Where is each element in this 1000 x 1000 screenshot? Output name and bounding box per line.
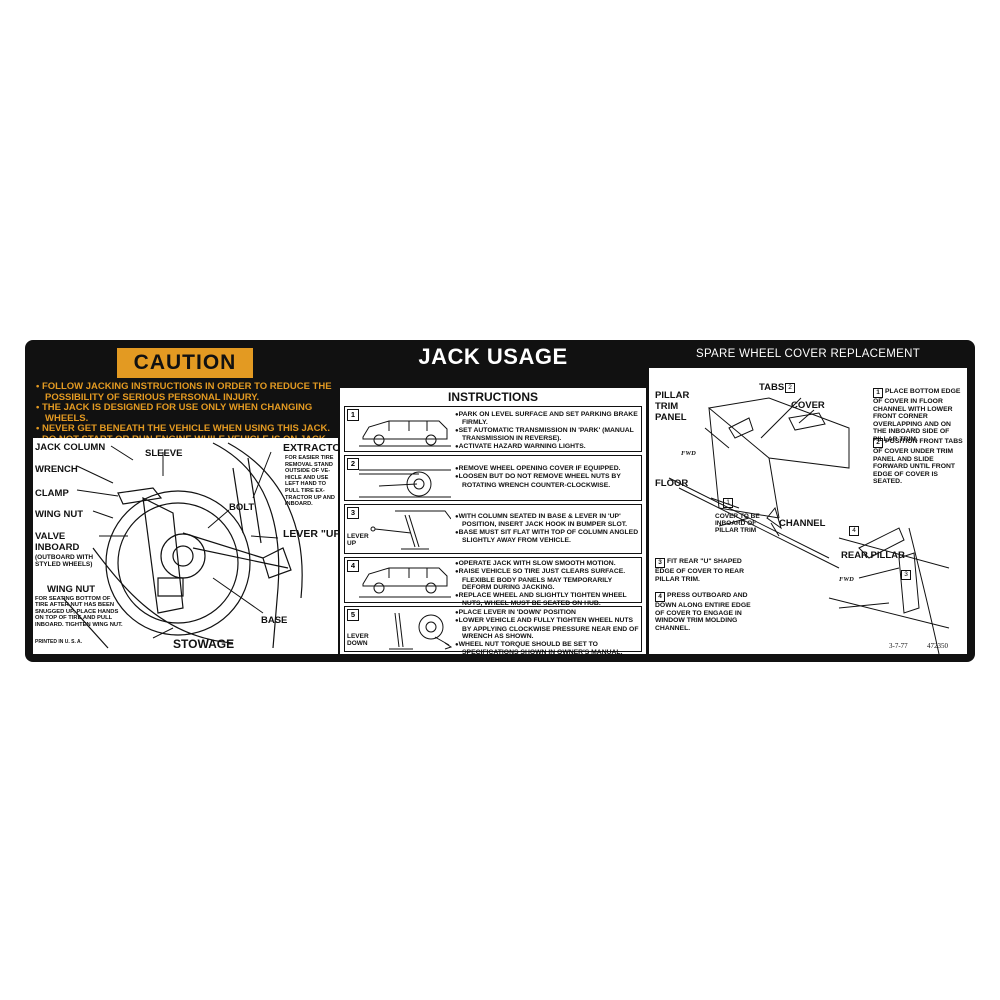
- cover-label: COVER: [791, 400, 825, 411]
- jack-usage-panel: INSTRUCTIONS 1 PARK ON LEVEL SURFACE AND…: [340, 388, 646, 656]
- base-label: BASE: [261, 615, 288, 626]
- instruction-line: OPERATE JACK WITH SLOW SMOOTH MOTION.: [455, 560, 641, 568]
- printed-note: PRINTED IN U. S. A.: [35, 639, 83, 645]
- step-3-number: 3: [901, 570, 911, 580]
- instruction-line: REMOVE WHEEL OPENING COVER IF EQUIPPED.: [455, 465, 641, 473]
- raised-wagon-illustration: [359, 567, 451, 598]
- step-3-instructions: WITH COLUMN SEATED IN BASE & LEVER IN 'U…: [455, 513, 641, 545]
- step-number: 3: [347, 507, 359, 519]
- step-1-instructions: PARK ON LEVEL SURFACE AND SET PARKING BR…: [455, 411, 641, 451]
- spare-step-number: 1: [873, 388, 883, 398]
- wing-nut-label-2: WING NUT: [47, 584, 96, 595]
- station-wagon-illustration: [359, 420, 451, 447]
- instruction-line: BASE MUST SIT FLAT WITH TOP OF COLUMN AN…: [455, 529, 641, 545]
- caution-item: NEVER GET BENEATH THE VEHICLE WHEN USING…: [35, 423, 335, 435]
- lever-up-label: LEVER "UP": [283, 528, 346, 540]
- tabs-step-number: 2: [785, 383, 795, 393]
- step-5: 5 LEVER DOWN PLACE LEVER IN 'DOWN' POSIT…: [344, 606, 642, 656]
- fwd-label: FWD: [681, 450, 696, 457]
- caution-item: THE JACK IS DESIGNED FOR USE ONLY WHEN C…: [35, 402, 335, 424]
- jack-lever-down-illustration: [389, 612, 453, 650]
- instruction-line: LOWER VEHICLE AND FULLY TIGHTEN WHEEL NU…: [455, 617, 641, 640]
- stowage-illustration: [62, 442, 303, 649]
- instruction-line: REPLACE WHEEL AND SLIGHTLY TIGHTEN WHEEL…: [455, 592, 641, 608]
- step-2: 2 REMOVE WHEEL OPENING COVER IF EQUIPPED…: [344, 455, 642, 501]
- extractor-label: EXTRACTOR: [283, 442, 349, 454]
- fwd-label-2: FWD: [839, 576, 854, 583]
- jack-column-label: JACK COLUMN: [35, 442, 106, 453]
- instruction-line: PLACE LEVER IN 'DOWN' POSITION: [455, 609, 641, 617]
- floor-step-number: 1: [723, 498, 733, 508]
- step-2-instructions: REMOVE WHEEL OPENING COVER IF EQUIPPED. …: [455, 465, 641, 489]
- jack-usage-title: JACK USAGE: [418, 344, 568, 369]
- tabs-label: TABS: [759, 382, 785, 393]
- step-4-instructions: OPERATE JACK WITH SLOW SMOOTH MOTION. RA…: [455, 560, 641, 607]
- step-number: 5: [347, 609, 359, 621]
- step-number: 4: [347, 560, 359, 572]
- spare-step-text: FIT REAR "U" SHAPED EDGE OF COVER TO REA…: [655, 558, 744, 583]
- instructions-title: INSTRUCTIONS: [448, 390, 538, 404]
- clamp-label: CLAMP: [35, 488, 69, 499]
- valve-label: VALVE: [35, 531, 66, 542]
- cover-inboard-note: COVER TO BE INBOARD OF PILLAR TRIM: [715, 513, 760, 534]
- step-4: 4 OPERATE JACK WITH SLOW SMOOTH MOTION. …: [344, 557, 642, 607]
- floor-label: FLOOR: [655, 478, 689, 489]
- instruction-line: RAISE VEHICLE SO TIRE JUST CLEARS SURFAC…: [455, 568, 641, 591]
- pillar-label: PILLAR: [655, 390, 690, 401]
- spare-step-number: 4: [655, 592, 665, 602]
- instruction-line: PARK ON LEVEL SURFACE AND SET PARKING BR…: [455, 411, 641, 427]
- instruction-line: WHEEL NUT TORQUE SHOULD BE SET TO SPECIF…: [455, 641, 641, 657]
- caution-list: FOLLOW JACKING INSTRUCTIONS IN ORDER TO …: [35, 381, 335, 445]
- print-date: 3-7-77: [889, 642, 908, 650]
- spare-cover-illustration: [668, 397, 950, 654]
- bolt-label: BOLT: [229, 502, 255, 513]
- spare-step-number: 3: [655, 558, 665, 568]
- spare-cover-panel: PILLAR TRIM PANEL TABS 2 COVER FWD FLOOR…: [649, 368, 967, 654]
- caution-banner: CAUTION: [117, 348, 253, 378]
- spare-step-text: PLACE BOTTOM EDGE OF COVER IN FLOOR CHAN…: [873, 388, 961, 443]
- extractor-note: FOR EASIER TIRE REMOVAL STAND OUTSIDE OF…: [285, 455, 335, 508]
- instruction-line: LOOSEN BUT DO NOT REMOVE WHEEL NUTS BY R…: [455, 473, 641, 489]
- step-3: 3 LEVER UP WITH COLUMN SEATED IN BASE & …: [344, 504, 642, 554]
- lever-down-label: LEVER DOWN: [347, 633, 369, 647]
- jack-usage-decal: CAUTION FOLLOW JACKING INSTRUCTIONS IN O…: [25, 340, 975, 662]
- jack-lever-up-illustration: [370, 510, 451, 550]
- spare-cover-title: SPARE WHEEL COVER REPLACEMENT: [695, 348, 921, 360]
- trim-label: TRIM: [655, 401, 679, 412]
- wrench-label: WRENCH: [35, 464, 78, 475]
- lever-up-label: LEVER UP: [347, 533, 369, 547]
- inboard-label: INBOARD: [35, 542, 80, 553]
- stowage-panel: JACK COLUMN SLEEVE EXTRACTOR FOR EASIER …: [33, 438, 348, 654]
- step-number: 2: [347, 458, 359, 470]
- spare-step-text: POSITION FRONT TABS OF COVER UNDER TRIM …: [873, 438, 963, 486]
- rear-pillar-label: REAR PILLAR: [841, 550, 905, 561]
- caution-item: FOLLOW JACKING INSTRUCTIONS IN ORDER TO …: [35, 381, 335, 403]
- caution-title: CAUTION: [133, 351, 237, 374]
- step-number: 1: [347, 409, 359, 421]
- wing-nut-note: FOR SEATING BOTTOM OF TIRE AFTER NUT HAS…: [35, 596, 123, 628]
- wing-nut-label: WING NUT: [35, 509, 84, 520]
- panel-label: PANEL: [655, 412, 687, 423]
- spare-step-number: 2: [873, 438, 883, 448]
- instruction-line: ACTIVATE HAZARD WARNING LIGHTS.: [455, 443, 641, 451]
- part-number: 472350: [927, 642, 948, 650]
- spare-step-text: PRESS OUTBOARD AND DOWN ALONG ENTIRE EDG…: [655, 592, 751, 632]
- step-5-instructions: PLACE LEVER IN 'DOWN' POSITION LOWER VEH…: [455, 609, 641, 656]
- instruction-line: WITH COLUMN SEATED IN BASE & LEVER IN 'U…: [455, 513, 641, 529]
- wheel-wrench-illustration: [359, 469, 451, 498]
- instruction-line: SET AUTOMATIC TRANSMISSION IN 'PARK' (MA…: [455, 427, 641, 443]
- valve-note: (OUTBOARD WITH STYLED WHEELS): [35, 554, 94, 568]
- sleeve-label: SLEEVE: [145, 448, 183, 459]
- stowage-label: STOWAGE: [173, 637, 235, 651]
- step-4-number: 4: [849, 526, 859, 536]
- channel-label: CHANNEL: [779, 518, 826, 529]
- step-1: 1 PARK ON LEVEL SURFACE AND SET PARKING …: [344, 406, 642, 452]
